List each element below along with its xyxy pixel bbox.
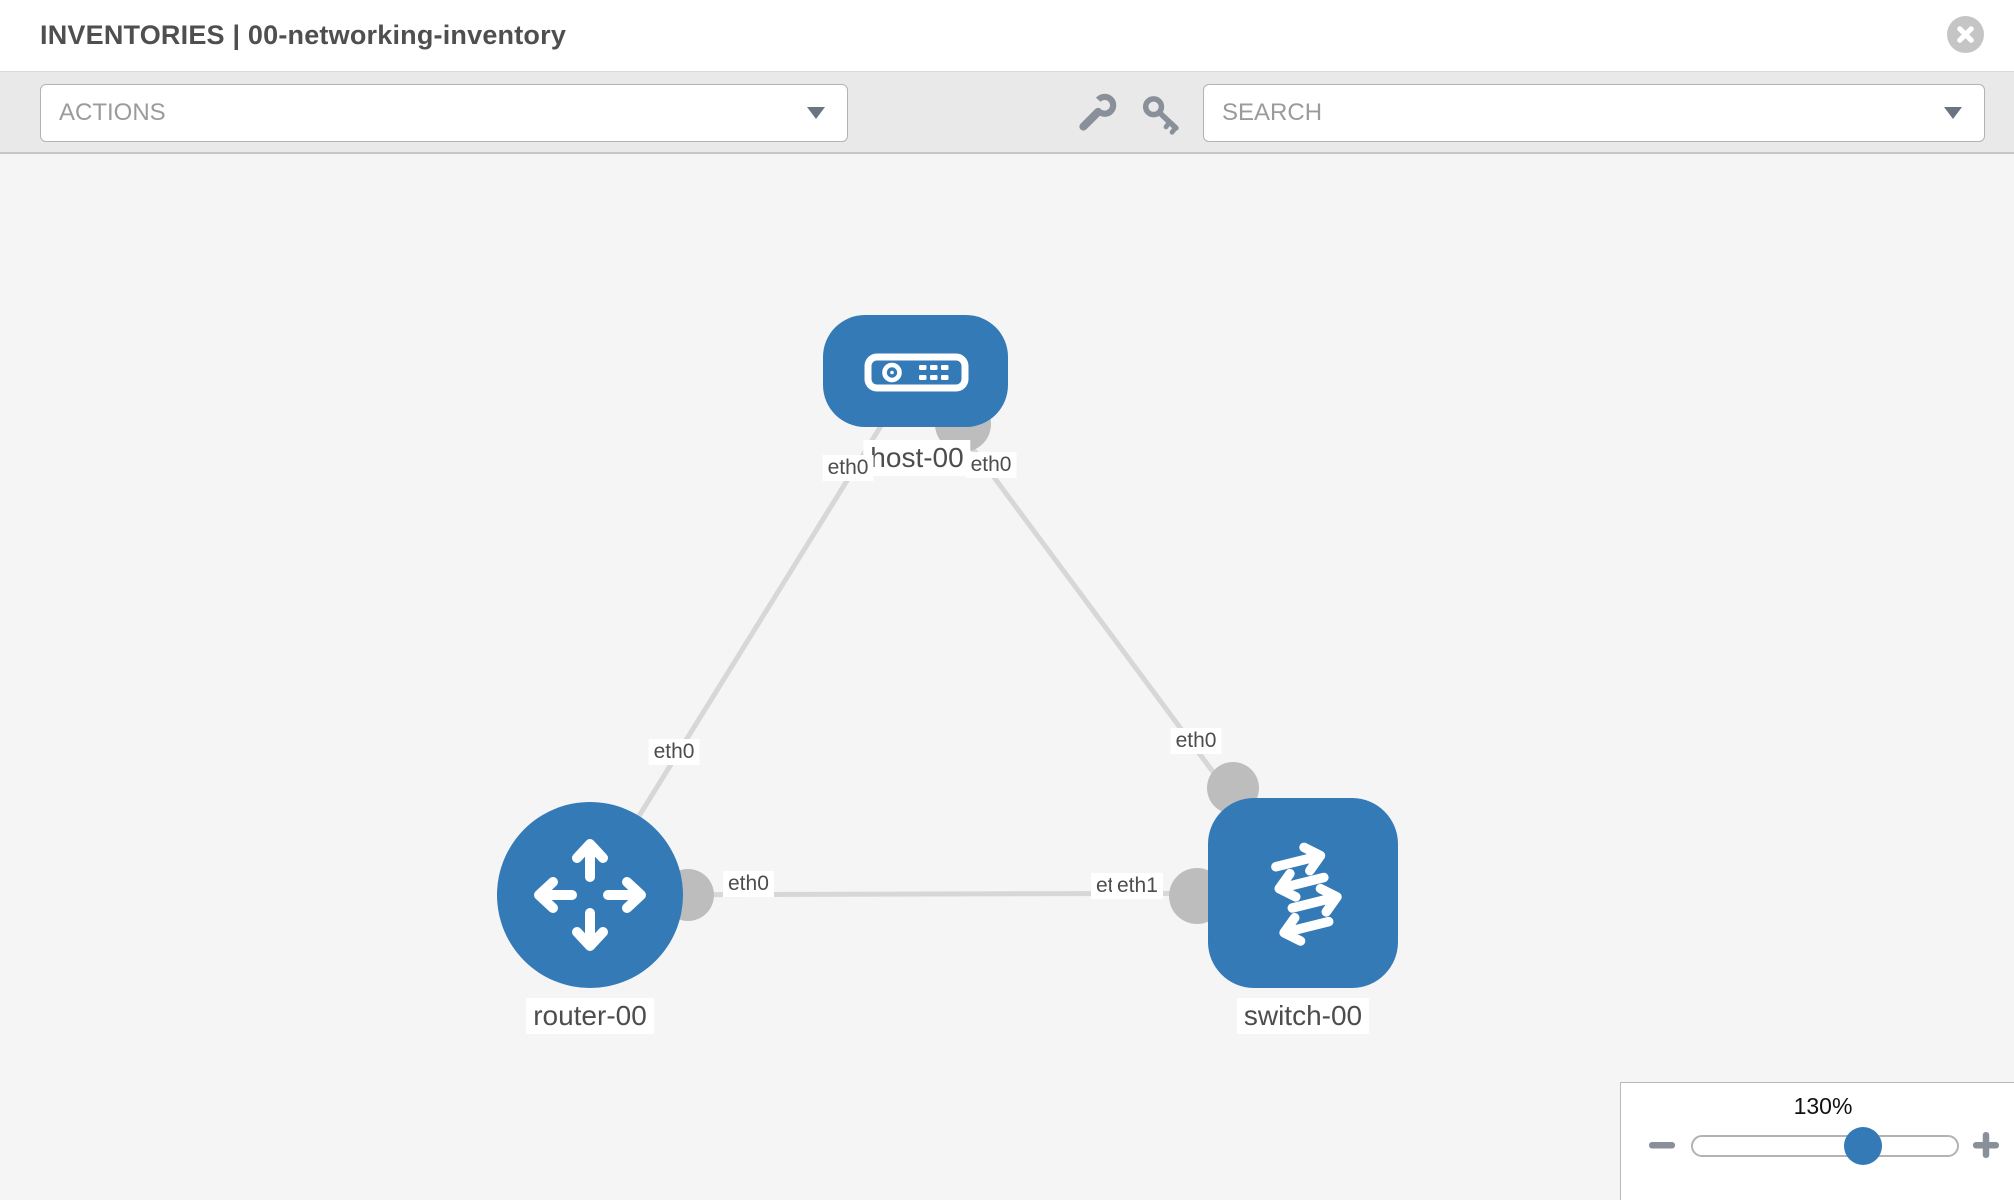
node-label-switch: switch-00 [1236, 998, 1370, 1034]
close-button[interactable] [1947, 16, 1984, 53]
minus-icon [1649, 1142, 1675, 1149]
panel-header: INVENTORIES | 00-networking-inventory [0, 0, 2014, 72]
credentials-button[interactable] [1140, 91, 1184, 135]
close-icon [1957, 26, 1974, 43]
router-icon [534, 839, 646, 951]
topology-canvas[interactable]: host-00 router-00 switch-00 eth0 eth0 et… [0, 154, 2014, 1200]
chevron-down-icon [1944, 107, 1962, 119]
node-host-00[interactable] [823, 315, 1008, 427]
topology-graph [497, 315, 1398, 988]
key-icon [1142, 96, 1179, 135]
page-title: INVENTORIES | 00-networking-inventory [40, 20, 567, 50]
zoom-level-value: 130% [1793, 1093, 1853, 1119]
iface-label-switch-eth1: eth1 [1112, 873, 1163, 899]
search-dropdown[interactable]: SEARCH [1203, 84, 1985, 142]
zoom-control-panel: 130% [1620, 1082, 2014, 1200]
configure-button[interactable] [1075, 91, 1119, 135]
iface-label-router-eth0-up: eth0 [648, 739, 700, 765]
search-placeholder: SEARCH [1222, 99, 1323, 126]
actions-dropdown-label: ACTIONS [59, 99, 166, 126]
toolbar: ACTIONS SEARCH [0, 72, 2014, 154]
chevron-down-icon [807, 107, 825, 119]
switch-icon [1271, 842, 1342, 946]
iface-label-host-eth0-right: eth0 [965, 452, 1017, 478]
plus-icon [1973, 1132, 1999, 1158]
zoom-slider-track[interactable] [1691, 1135, 1959, 1157]
node-label-router: router-00 [526, 998, 654, 1034]
node-switch-00[interactable] [1208, 798, 1398, 988]
zoom-out-button[interactable] [1645, 1123, 1679, 1167]
zoom-in-button[interactable] [1969, 1123, 2003, 1167]
node-router-00[interactable] [497, 802, 683, 988]
wrench-icon [1079, 93, 1117, 131]
node-label-host: host-00 [863, 440, 971, 476]
actions-dropdown[interactable]: ACTIONS [40, 84, 848, 142]
iface-label-router-eth0-mid: eth0 [723, 871, 774, 897]
host-icon [864, 353, 969, 392]
iface-label-switch-eth0-up: eth0 [1170, 728, 1222, 754]
zoom-slider-knob[interactable] [1844, 1127, 1882, 1165]
iface-label-host-eth0-left: eth0 [822, 455, 874, 481]
